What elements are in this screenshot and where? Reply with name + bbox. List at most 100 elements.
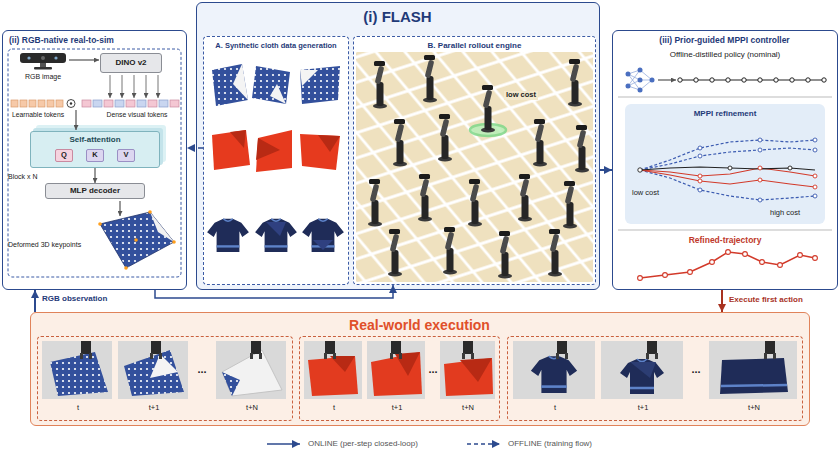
controller-illustration-part	[798, 253, 803, 258]
frame-group: tt+1...t+N	[507, 336, 803, 421]
controller-illustration-part	[628, 70, 640, 86]
controller-illustration-part	[694, 78, 698, 82]
text-slot: Self-attention	[31, 134, 159, 146]
connector	[721, 290, 723, 312]
token-label: Dense visual tokens	[107, 111, 168, 119]
frame-group-text: t+1	[638, 404, 649, 413]
encoder-illustration-part	[126, 100, 135, 107]
controller-illustration-part	[638, 166, 792, 172]
controller-illustration-part	[626, 68, 655, 93]
output-label: Deformed 3D keypoints	[8, 241, 81, 249]
rollout-scene-part	[393, 119, 407, 167]
encoder-illustration-part	[124, 266, 128, 270]
frame-group-text: t+1	[392, 404, 403, 413]
controller-illustration-part	[640, 148, 815, 170]
cloth-samples-part	[230, 130, 246, 148]
encoder-illustration-part	[75, 110, 76, 130]
text-slot: Q	[56, 150, 72, 161]
execution-photos-part	[630, 362, 656, 378]
controller-illustration-part	[626, 72, 631, 77]
controller-illustration-part	[758, 78, 762, 82]
controller-illustration-part	[728, 166, 732, 170]
text-slot: t+1	[134, 402, 174, 414]
label-slot: low cost	[632, 188, 672, 198]
text-slot: Real-world execution	[31, 315, 808, 335]
execution-photos-part	[222, 372, 240, 396]
edge-label: Execute first action	[729, 295, 803, 304]
edge-label: RGB observation	[42, 294, 107, 303]
encoder-illustration-part	[104, 100, 113, 107]
rollout-scene-part	[533, 119, 547, 167]
edge-label-slot: Execute first action	[729, 294, 829, 306]
execution-photos-part	[390, 341, 402, 359]
controller-illustration-part	[638, 138, 817, 202]
execution-photos-part	[250, 341, 262, 359]
encoder-illustration-part	[170, 100, 179, 107]
label-slot: Learnable tokens	[6, 110, 70, 120]
controller-illustration-part	[640, 140, 815, 170]
frame-group: tt+1...t+N	[299, 336, 500, 421]
cloth-samples-part	[255, 219, 297, 252]
encoder-illustration-part	[146, 75, 147, 98]
controller-illustration-part	[688, 270, 693, 275]
encoder-illustration-part	[148, 100, 157, 107]
rollout-scene-part	[373, 61, 387, 109]
controller-illustration-part	[698, 166, 817, 189]
trajectory-label: Refined-trajectory	[689, 236, 762, 246]
panel-text: (iii) Prior-guided MPPI controller	[659, 36, 789, 46]
encoder-illustration-part	[148, 210, 152, 214]
connector	[94, 168, 95, 183]
controller-illustration-part	[774, 78, 778, 82]
controller-illustration-part	[618, 97, 832, 98]
main-panel: (i) FLASHA. Synthetic cloth data generat…	[196, 2, 600, 290]
execution-photos-part	[304, 341, 362, 399]
controller-illustration-part	[628, 86, 640, 90]
encoder-illustration-part	[67, 100, 75, 108]
text-slot: t+1	[623, 402, 663, 414]
text-slot: ...	[191, 361, 213, 377]
controller-illustration-part	[813, 256, 818, 261]
cloth-samples-part	[207, 219, 249, 252]
controller-illustration-part	[813, 148, 817, 152]
value-box: V	[117, 149, 135, 162]
text-slot: t+N	[232, 402, 272, 414]
rollout-scene-part	[481, 85, 495, 133]
encoder-illustration-part	[98, 222, 102, 226]
encoder-illustration-part	[27, 56, 30, 59]
text-slot: t+1	[377, 402, 417, 414]
text-slot: MPPI refinement	[625, 108, 825, 120]
execution-photos-part	[222, 350, 282, 396]
cloth-samples-part	[252, 66, 290, 104]
encoder-illustration-part	[40, 63, 46, 67]
execution-photos-part	[124, 350, 184, 396]
legend-sample	[266, 439, 302, 449]
execution-panel-text: Real-world execution	[349, 317, 490, 333]
frame-group-text: ...	[197, 363, 206, 376]
execution-photos-part	[620, 359, 664, 394]
execution-photos-part	[50, 352, 108, 396]
controller-illustration-part	[640, 252, 815, 278]
text-slot: t+N	[448, 402, 488, 414]
encoder-illustration-part	[82, 100, 91, 107]
frame-group-text: t+N	[246, 404, 258, 413]
legend-sample	[466, 439, 502, 449]
execution-photos-part	[150, 341, 162, 359]
cloth-samples-part	[270, 84, 286, 104]
legend-text: ONLINE (per-step closed-loop)	[308, 439, 418, 448]
controller-illustration-part	[813, 194, 817, 198]
controller-illustration-part	[628, 74, 640, 80]
encoder-illustration-part	[137, 100, 146, 107]
execution-photos-part	[601, 341, 683, 399]
text-slot: DINO v2	[101, 54, 161, 72]
cloth-samples-part	[256, 130, 292, 172]
encoder-illustration-part	[47, 100, 54, 107]
controller-illustration-part	[726, 78, 730, 82]
frame-group-text: t+N	[462, 404, 474, 413]
execution-photos-part	[462, 341, 474, 359]
text-slot: ...	[426, 361, 440, 377]
execution-photos-part	[150, 354, 178, 378]
execution-photos-part	[367, 341, 425, 399]
text-slot: B. Parallel rollout engine	[356, 40, 593, 52]
encoder-illustration-part	[159, 100, 168, 107]
connector	[187, 147, 203, 149]
